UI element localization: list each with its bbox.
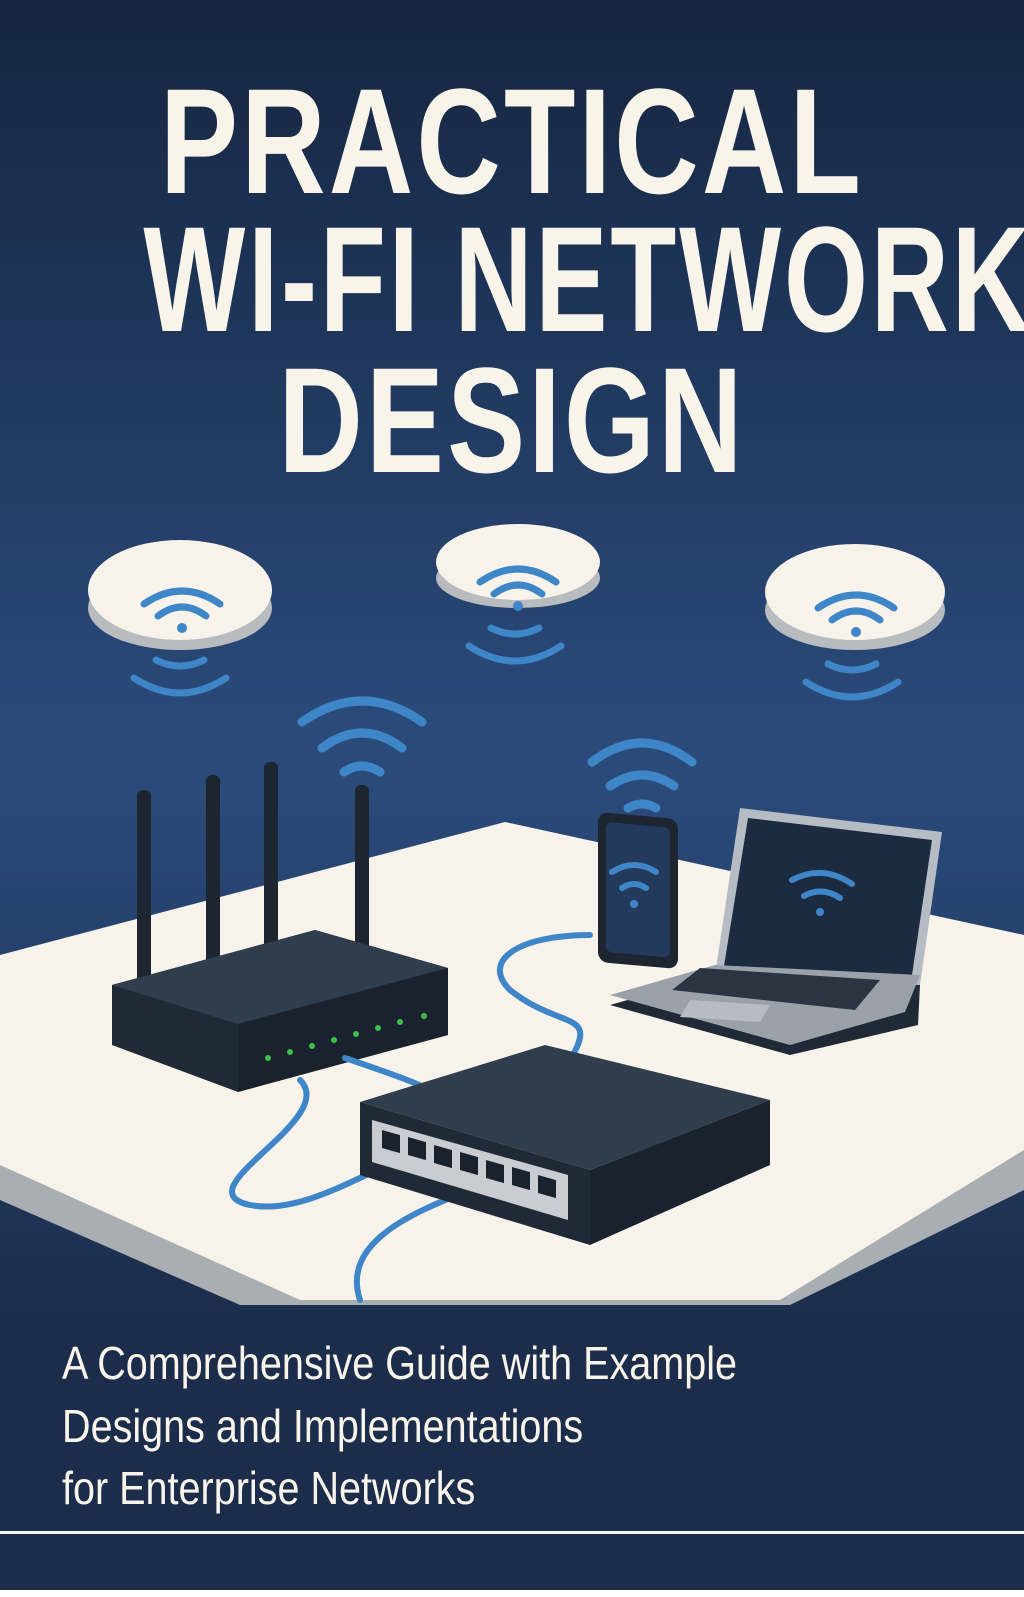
book-subtitle-line: A Comprehensive Guide with Example (62, 1337, 738, 1389)
router-icon (112, 762, 448, 1092)
laptop-icon (610, 808, 942, 1055)
divider-rule (0, 1531, 1024, 1534)
bottom-edge (0, 1590, 1024, 1597)
ceiling-access-point-icon (436, 524, 600, 661)
book-title-line: DESIGN (278, 336, 746, 504)
book-title-line: WI-FI NETWORK (143, 195, 1024, 363)
wifi-signal-icon (587, 738, 697, 813)
ceiling-access-point-icon (765, 544, 945, 697)
smartphone-icon (598, 812, 678, 969)
book-subtitle-line: Designs and Implementations (62, 1400, 584, 1452)
wifi-signal-icon (297, 696, 427, 777)
book-subtitle-line: for Enterprise Networks (62, 1462, 476, 1514)
book-title-line: PRACTICAL (159, 57, 865, 225)
ceiling-access-point-icon (88, 540, 272, 693)
switch-icon (360, 1045, 770, 1245)
